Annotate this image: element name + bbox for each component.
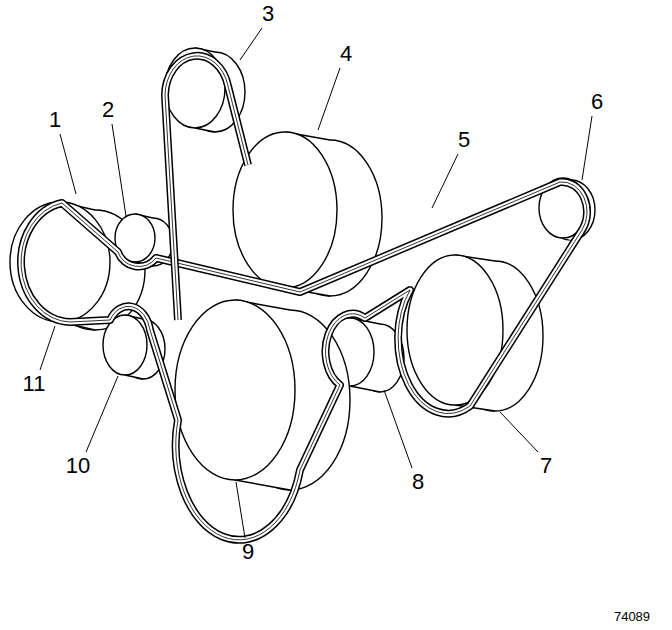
callout-number: 5 — [458, 129, 470, 151]
leader-lines — [40, 28, 592, 538]
callout-number: 8 — [412, 471, 424, 493]
callout-number: 9 — [242, 541, 254, 563]
callout-number: 2 — [102, 99, 114, 121]
callout-number: 6 — [591, 91, 603, 113]
callout-number: 1 — [49, 109, 61, 131]
figure-number: 74089 — [614, 610, 650, 623]
callout-number: 3 — [262, 3, 274, 25]
pulleys — [10, 48, 595, 490]
pulley — [407, 255, 543, 411]
callout-number: 4 — [340, 43, 352, 65]
pulley — [233, 132, 382, 296]
callout-number: 11 — [23, 373, 46, 395]
belt — [21, 56, 587, 540]
pulley — [175, 300, 350, 490]
callout-number: 7 — [540, 455, 552, 477]
callout-number: 10 — [66, 455, 90, 477]
